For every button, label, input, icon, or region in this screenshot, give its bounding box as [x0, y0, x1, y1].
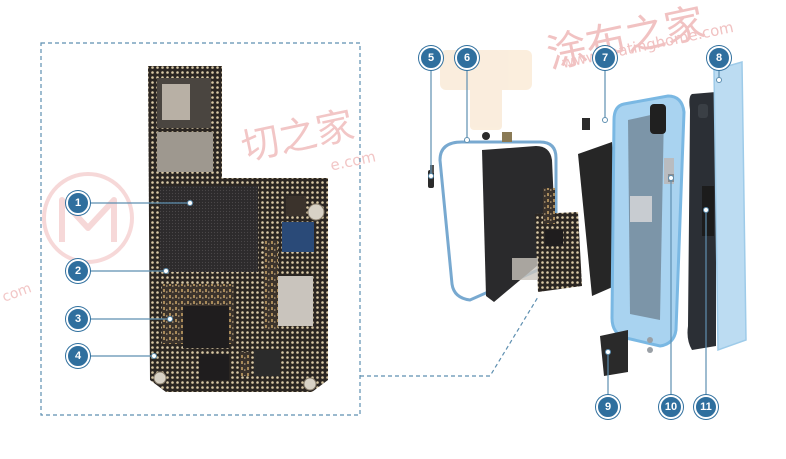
callout-badge-6: 6 [455, 46, 479, 70]
callout-badge-1: 1 [66, 191, 90, 215]
board-callout-leaders [88, 202, 190, 357]
callout-badge-5: 5 [419, 46, 443, 70]
board-frame [40, 42, 361, 416]
part-back-cover-inner [687, 92, 716, 350]
exploded-callout-leaders [430, 66, 720, 395]
part-speaker [600, 330, 653, 376]
watermark-logo-left [42, 172, 134, 264]
part-midframe [610, 94, 686, 348]
board-callout-dots [151, 200, 193, 359]
callout-badge-9: 9 [596, 395, 620, 419]
callout-badge-8: 8 [707, 46, 731, 70]
main-chip [160, 186, 258, 272]
logic-board [148, 66, 328, 392]
callout-badge-3: 3 [66, 307, 90, 331]
part-back-glass [713, 61, 747, 352]
callout-badge-11: 11 [694, 395, 718, 419]
exploded-callout-dots [428, 77, 722, 355]
connector-line [360, 296, 539, 377]
callout-badge-2: 2 [66, 259, 90, 283]
callout-badge-10: 10 [659, 395, 683, 419]
callout-badge-7: 7 [593, 46, 617, 70]
part-screen-seal [438, 140, 558, 302]
callout-badge-4: 4 [66, 344, 90, 368]
part-exploded-board [512, 188, 582, 292]
watermark-logo-top [440, 50, 532, 130]
